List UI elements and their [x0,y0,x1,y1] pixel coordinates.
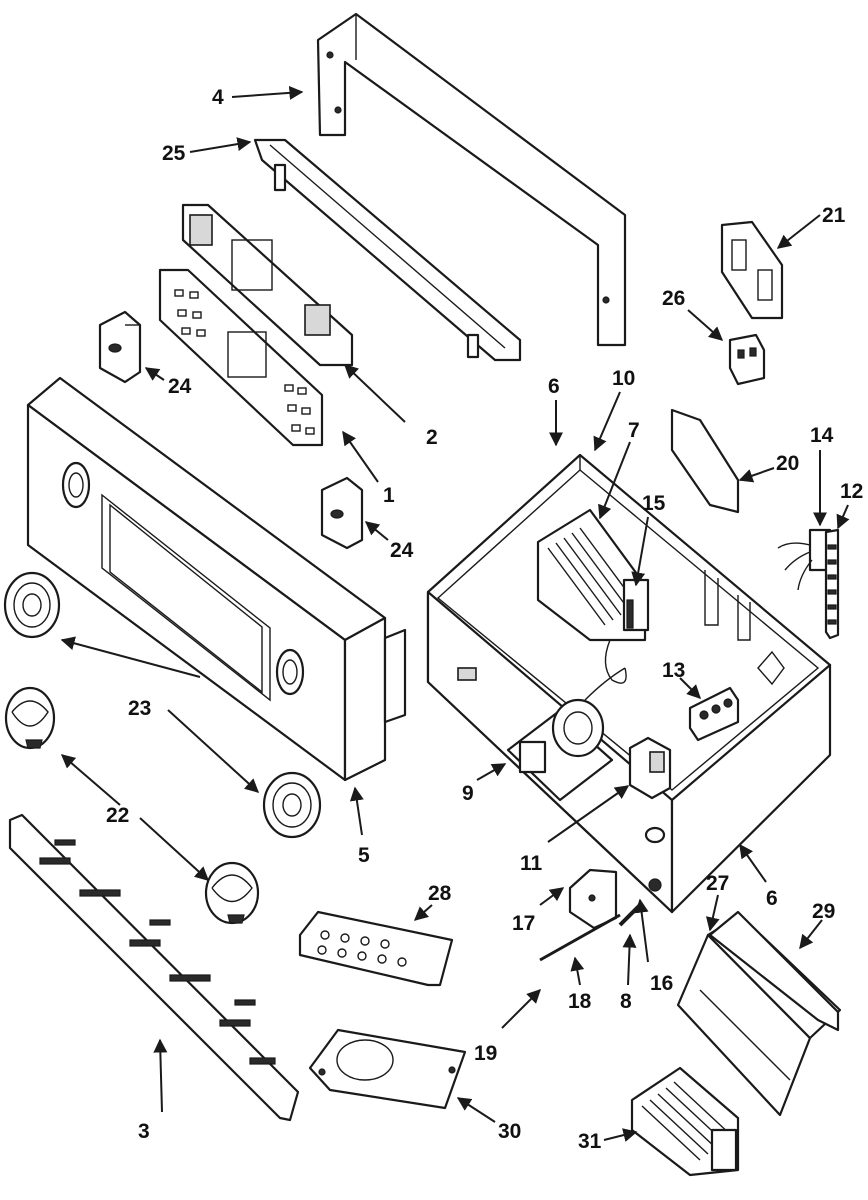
callout-27: 27 [706,872,729,895]
part-15-fan-bracket [622,578,650,632]
callout-11: 11 [520,852,543,875]
callout-9: 9 [462,782,474,805]
callout-22: 22 [106,804,129,827]
callout-13: 13 [662,659,685,682]
callout-21: 21 [822,204,846,227]
callout-14: 14 [810,424,834,447]
callout-12: 12 [840,480,863,503]
part-20-bracket [670,408,740,514]
part-11-transformer [628,736,672,800]
callout-7: 7 [628,419,640,442]
callout-25: 25 [162,142,186,165]
callout-31: 31 [578,1130,602,1153]
callout-4: 4 [212,86,224,109]
part-23-knob-bezel-left [3,571,61,639]
part-24-spacer-upper [98,310,142,384]
part-22-knob-right [204,861,260,925]
part-5-control-panel [26,376,407,782]
callout-8: 8 [620,990,632,1013]
callout-1: 1 [383,484,395,507]
part-3-control-board [8,813,300,1122]
callout-28: 28 [428,882,452,905]
part-29-insulation-sheet [708,910,840,1032]
part-14-wire-harness [777,528,832,591]
callout-24b: 24 [390,539,414,562]
callout-18: 18 [568,990,592,1013]
callout-19: 19 [474,1042,497,1065]
callout-2: 2 [426,426,438,449]
part-13-terminal-block [688,686,740,742]
part-17-mounting-clip [568,868,618,930]
callout-30: 30 [498,1120,521,1143]
leader-lines [60,85,850,1142]
callout-3: 3 [138,1120,150,1143]
callout-labels: 4 25 21 26 2 1 24 24 20 14 12 6 10 7 15 … [106,86,863,1153]
callout-23: 23 [128,697,151,720]
part-4-rear-bracket [316,12,627,347]
callout-20: 20 [776,452,799,475]
part-26-switch [728,333,766,386]
part-24-spacer-lower [320,476,364,550]
part-18-rod [539,913,621,962]
part-22-knob-left [4,686,56,750]
callout-17: 17 [512,912,535,935]
callout-10: 10 [612,367,635,390]
part-28-keypad-plate [298,910,454,987]
part-23-knob-bezel-right [262,771,322,839]
part-1-keypad-membrane [158,268,324,447]
part-8-pin [618,903,642,927]
callout-15: 15 [642,492,666,515]
callout-16: 16 [650,972,673,995]
part-25-trim-rail [253,138,522,362]
part-12-connector-strip [824,528,840,640]
callout-24a: 24 [168,375,192,398]
part-31-blower [630,1066,740,1177]
callout-6b: 6 [766,887,778,910]
part-2-control-overlay [181,203,354,367]
part-9-motor-assembly [506,667,626,802]
callout-5: 5 [358,844,370,867]
part-16-grommet [644,826,666,844]
part-10-chassis-box [426,453,832,914]
part-21-mounting-plate [720,220,784,320]
callout-6a: 6 [548,375,560,398]
part-30-cover-plate [308,1028,467,1110]
wire-lead [604,639,627,684]
callout-26: 26 [662,287,685,310]
callout-29: 29 [812,900,835,923]
